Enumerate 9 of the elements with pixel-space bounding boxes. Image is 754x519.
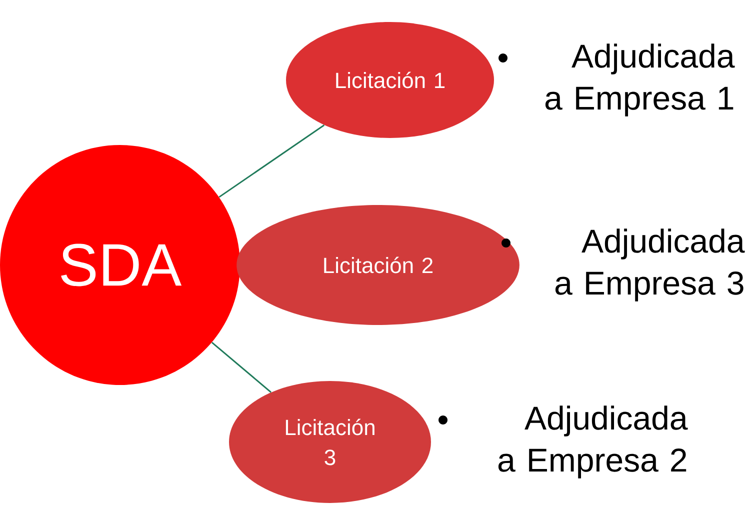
bullet-text: Adjudicada a Empresa 1 xyxy=(545,44,735,116)
bullet-text: Adjudicada a Empresa 3 xyxy=(555,228,745,302)
ellipse-node: Licitación 2 xyxy=(236,205,520,325)
ellipse-node: Licitación 3 xyxy=(229,381,431,503)
circle-node: SDA xyxy=(0,145,240,385)
ellipse-node: Licitación 1 xyxy=(286,22,494,138)
connector-line xyxy=(211,342,272,393)
connector-line xyxy=(218,124,325,198)
bullet-text: Adjudicada a Empresa 2 xyxy=(498,406,688,478)
